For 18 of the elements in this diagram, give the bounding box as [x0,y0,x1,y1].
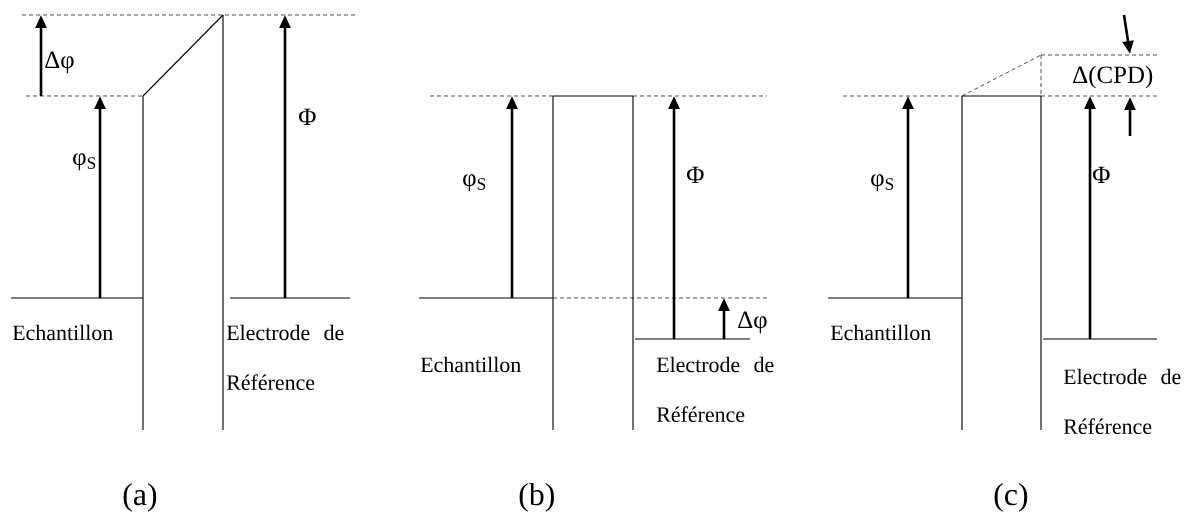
panel-label: (c) [994,482,1028,512]
symbol-label: Δφ [738,311,767,334]
material-label: Electrode de Référence [656,356,774,422]
material-label: Echantillon [420,356,521,373]
symbol-label: Δφ [45,51,74,74]
material-label: Echantillon [830,324,931,341]
symbol-label: φ$_{S}$ [871,174,894,192]
symbol-label: φ$_{S}$ [73,153,96,171]
material-label: Electrode de Référence [226,324,344,390]
panel-label: (a) [123,482,157,512]
panel-label: (b) [519,482,554,512]
material-label: Electrode de Référence [1063,368,1181,434]
material-label: Echantillon [12,324,113,341]
symbol-label: φ$_{S}$ [463,174,486,192]
symbol-label: Δ(CPD) [1073,65,1153,89]
symbol-label: Φ [686,166,704,183]
symbol-label: Φ [1092,166,1110,183]
symbol-label: Φ [298,108,316,125]
